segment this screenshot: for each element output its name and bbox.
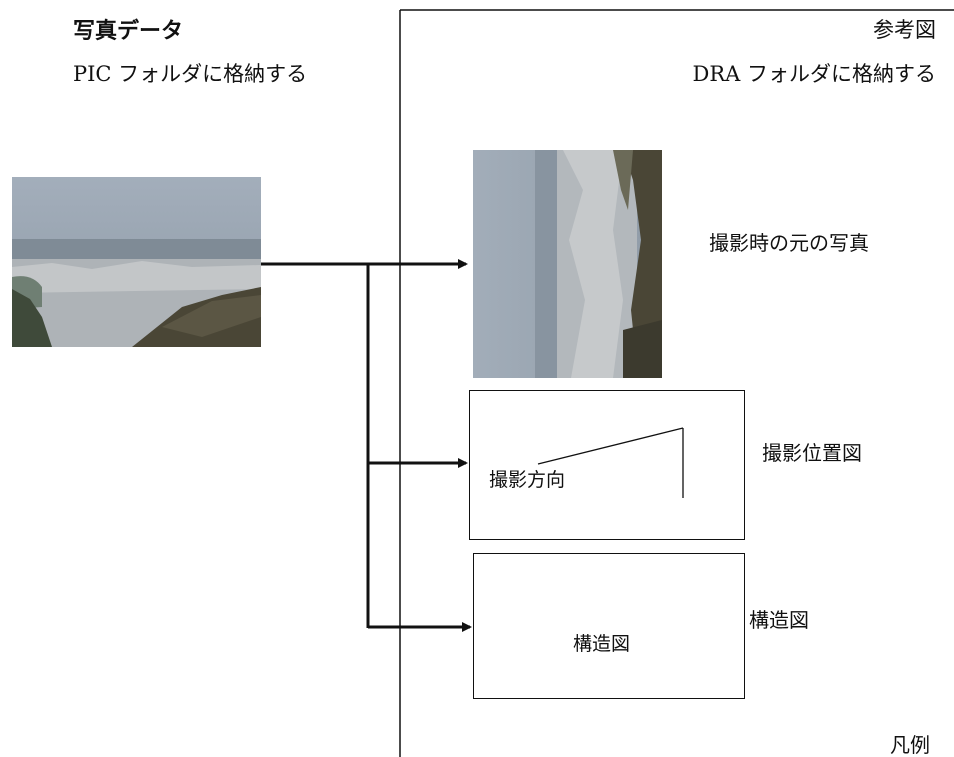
direction-line (537, 427, 684, 465)
reference-folder-note: DRA フォルダに格納する (692, 62, 937, 86)
structure-diagram (473, 553, 745, 699)
photo-data-title: 写真データ (73, 18, 184, 44)
structure-diagram-inner-text: 構造図 (573, 633, 631, 655)
shooting-position-map-label: 撮影位置図 (762, 441, 862, 465)
source-photo (12, 177, 261, 347)
original-photo-label: 撮影時の元の写真 (709, 231, 869, 255)
legend-label: 凡例 (890, 733, 930, 757)
original-photo (473, 150, 662, 378)
photo-folder-note: PIC フォルダに格納する (73, 62, 308, 86)
reference-figure-title: 参考図 (873, 18, 936, 42)
structure-diagram-label: 構造図 (749, 608, 809, 632)
shooting-position-map (469, 390, 745, 540)
shooting-direction-label: 撮影方向 (489, 469, 566, 491)
